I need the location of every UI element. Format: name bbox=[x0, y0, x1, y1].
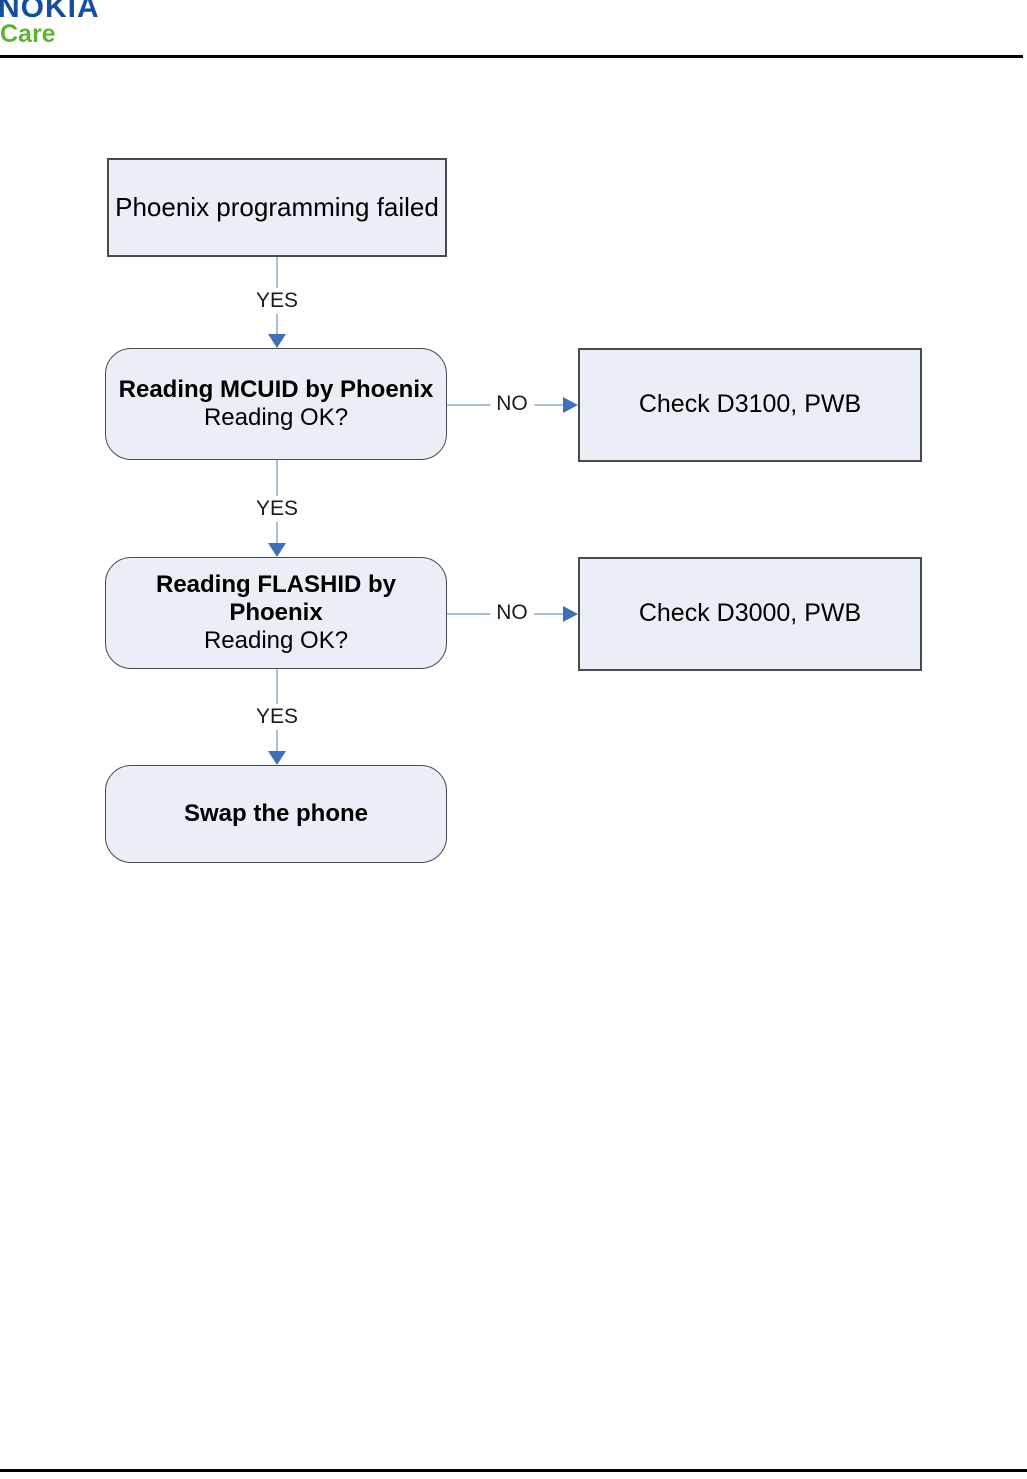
node-label: Swap the phone bbox=[183, 799, 368, 827]
node-title: Reading FLASHID by Phoenix bbox=[155, 570, 396, 626]
header-divider bbox=[0, 55, 1023, 58]
edge-label-no: NO bbox=[490, 600, 534, 626]
flow-node-swap-the-phone: Swap the phone bbox=[105, 765, 447, 863]
flow-node-check-d3100: Check D3100, PWB bbox=[578, 348, 922, 462]
edge-label-no: NO bbox=[490, 391, 534, 417]
edge-label-yes: YES bbox=[249, 704, 305, 730]
arrowhead-down-icon bbox=[268, 543, 286, 557]
edge-label-yes: YES bbox=[249, 496, 305, 522]
flow-node-reading-mcuid: Reading MCUID by Phoenix Reading OK? bbox=[105, 348, 447, 460]
node-label: Check D3000, PWB bbox=[638, 599, 862, 628]
nokia-logo: NOKIA bbox=[0, 0, 100, 24]
arrowhead-right-icon bbox=[563, 606, 578, 622]
node-label: Check D3100, PWB bbox=[638, 390, 862, 419]
flow-node-reading-flashid: Reading FLASHID by Phoenix Reading OK? bbox=[105, 557, 447, 669]
edge-label-yes: YES bbox=[249, 288, 305, 314]
flow-node-phoenix-programming-failed: Phoenix programming failed bbox=[107, 158, 447, 257]
footer-divider bbox=[0, 1469, 1027, 1472]
flow-node-check-d3000: Check D3000, PWB bbox=[578, 557, 922, 671]
node-title: Reading MCUID by Phoenix bbox=[118, 375, 434, 403]
node-subtitle: Reading OK? bbox=[203, 404, 349, 431]
arrowhead-down-icon bbox=[268, 334, 286, 348]
care-logo: Care bbox=[0, 20, 56, 48]
arrowhead-down-icon bbox=[268, 751, 286, 765]
arrowhead-right-icon bbox=[563, 397, 578, 413]
node-subtitle: Reading OK? bbox=[203, 627, 349, 655]
node-label: Phoenix programming failed bbox=[115, 192, 439, 223]
